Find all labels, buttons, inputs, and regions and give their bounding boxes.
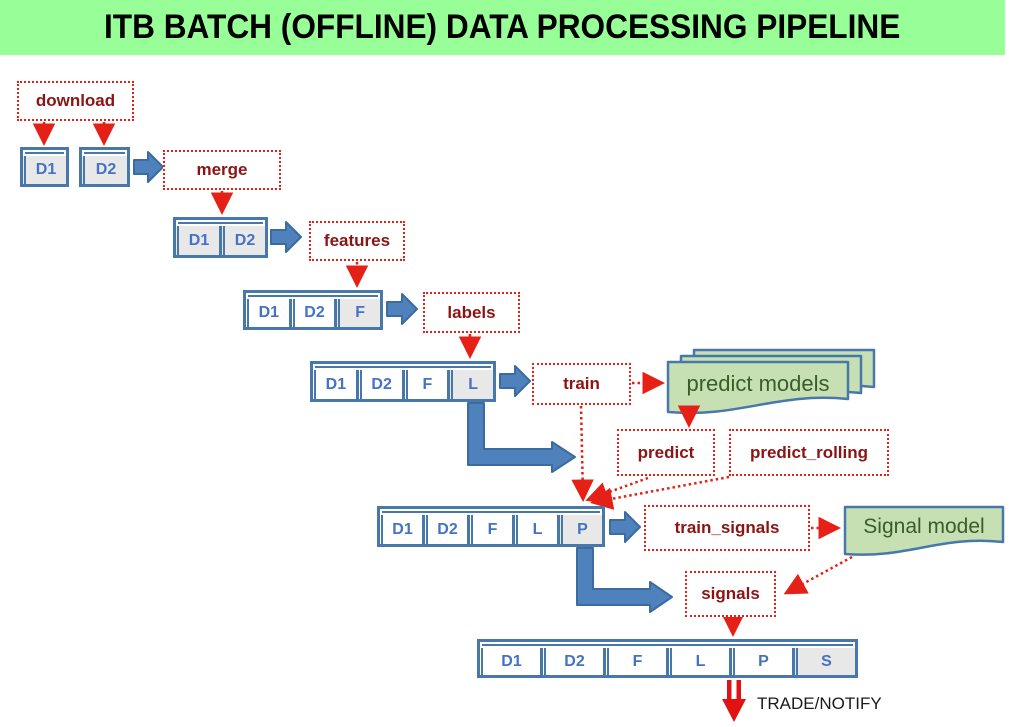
cell-label: F xyxy=(355,304,366,321)
dataset-cell: F xyxy=(606,648,669,675)
dataset-cell: F xyxy=(405,370,451,399)
dataset-cell: L xyxy=(515,515,560,544)
cell-divider xyxy=(83,156,85,184)
step-label: merge xyxy=(196,160,248,179)
cell-label: D1 xyxy=(325,375,347,393)
dataset-row-d1-d2: D1 D2 xyxy=(173,217,268,258)
step-label: predict xyxy=(637,442,695,462)
cell-label: D2 xyxy=(371,375,392,393)
predict-models-label: predict models xyxy=(686,371,830,396)
cell-label: L xyxy=(532,520,543,538)
page-title: ITB BATCH (OFFLINE) DATA PROCESSING PIPE… xyxy=(104,8,901,46)
dataset-row-d1-d2-f-l-p-s: D1 D2 F L P S xyxy=(477,639,858,678)
dataset-cell: P xyxy=(560,515,602,544)
cell-label: D1 xyxy=(188,231,210,249)
elbow-arrow-l-to-predict xyxy=(467,402,576,473)
dataset-row-d1-d2-f-l: D1 D2 F L xyxy=(310,361,496,402)
flow-arrow-row2-to-features xyxy=(270,221,302,253)
dataset-cell: D2 xyxy=(543,648,606,675)
dataset-cell: D2 xyxy=(222,226,265,255)
step-label: train_signals xyxy=(674,518,780,537)
cell-divider xyxy=(24,156,26,184)
connector-train-p-cell xyxy=(571,405,594,502)
cell-label: D2 xyxy=(304,304,325,321)
step-merge: merge xyxy=(163,150,281,190)
flow-arrow-row5-to-train-signals xyxy=(609,511,641,543)
step-predict-rolling: predict_rolling xyxy=(729,429,889,476)
cell-label: F xyxy=(632,652,643,670)
step-train-signals: train_signals xyxy=(644,505,810,551)
trade-notify-label: TRADE/NOTIFY xyxy=(757,694,882,713)
cell-label: P xyxy=(577,520,588,538)
flow-arrow-row3-to-labels xyxy=(386,293,418,325)
trade-output-arrow xyxy=(722,680,746,722)
dataset-row-d1-d2-f-l-p: D1 D2 F L P xyxy=(377,506,605,547)
step-labels: labels xyxy=(423,292,520,333)
dataset-cell: D2 xyxy=(292,299,338,327)
cell-label: P xyxy=(758,652,769,670)
cell-label: F xyxy=(487,520,498,538)
cell-label: D2 xyxy=(95,161,117,178)
cell-label: L xyxy=(695,652,706,670)
connector-predict-p-cell xyxy=(585,476,649,504)
dataset-cell: F xyxy=(337,299,381,327)
step-label: labels xyxy=(447,302,496,322)
step-features: features xyxy=(309,221,405,261)
dataset-cell: D1 xyxy=(176,226,222,255)
cell-label: D2 xyxy=(564,652,585,670)
dataset-row-d1-d2-f: D1 D2 F xyxy=(243,290,383,330)
cell-label: D1 xyxy=(258,304,280,321)
title-banner: ITB BATCH (OFFLINE) DATA PROCESSING PIPE… xyxy=(0,0,1005,55)
step-label: features xyxy=(323,231,391,250)
signal-model-doc xyxy=(843,505,1005,556)
dataset-cell: F xyxy=(470,515,515,544)
dataset-cell: D1 xyxy=(246,299,292,327)
dataset-cell: S xyxy=(795,648,855,675)
dataset-cell: P xyxy=(732,648,795,675)
dataset-cell: D2 xyxy=(359,370,405,399)
dataset-cell: D2 xyxy=(82,156,127,184)
signal-model-label: Signal model xyxy=(863,514,985,538)
cell-label: D1 xyxy=(501,652,522,670)
step-label: download xyxy=(35,91,116,110)
step-download: download xyxy=(17,81,134,121)
dataset-cell: D1 xyxy=(23,156,66,184)
step-label: predict_rolling xyxy=(749,442,869,462)
connector-predict-rolling-p-cell xyxy=(590,475,730,510)
dataset-cell: L xyxy=(669,648,732,675)
cell-label: D1 xyxy=(392,520,413,538)
flow-arrow-d2-to-merge xyxy=(133,151,164,183)
dataset-cell: D1 xyxy=(480,648,543,675)
connector-signal-model-signals xyxy=(783,555,853,595)
step-label: signals xyxy=(701,584,760,603)
step-predict: predict xyxy=(617,429,715,476)
dataset-box-d2: D2 xyxy=(79,147,130,187)
cell-label: L xyxy=(468,375,479,393)
dataset-cell: D2 xyxy=(425,515,470,544)
dataset-cell: D1 xyxy=(380,515,425,544)
dataset-cell: D1 xyxy=(313,370,359,399)
dataset-cell: L xyxy=(450,370,493,399)
cell-label: D2 xyxy=(234,231,256,249)
cell-label: S xyxy=(821,652,832,670)
cell-label: D2 xyxy=(437,520,458,538)
cell-label: F xyxy=(422,375,433,393)
step-signals: signals xyxy=(685,571,776,617)
step-label: train xyxy=(563,374,600,393)
elbow-arrow-p-to-signals xyxy=(576,547,673,613)
cell-label: D1 xyxy=(35,161,57,178)
step-train: train xyxy=(532,363,631,405)
flow-arrow-row4-to-train xyxy=(499,365,531,397)
dataset-box-d1: D1 xyxy=(20,147,69,187)
